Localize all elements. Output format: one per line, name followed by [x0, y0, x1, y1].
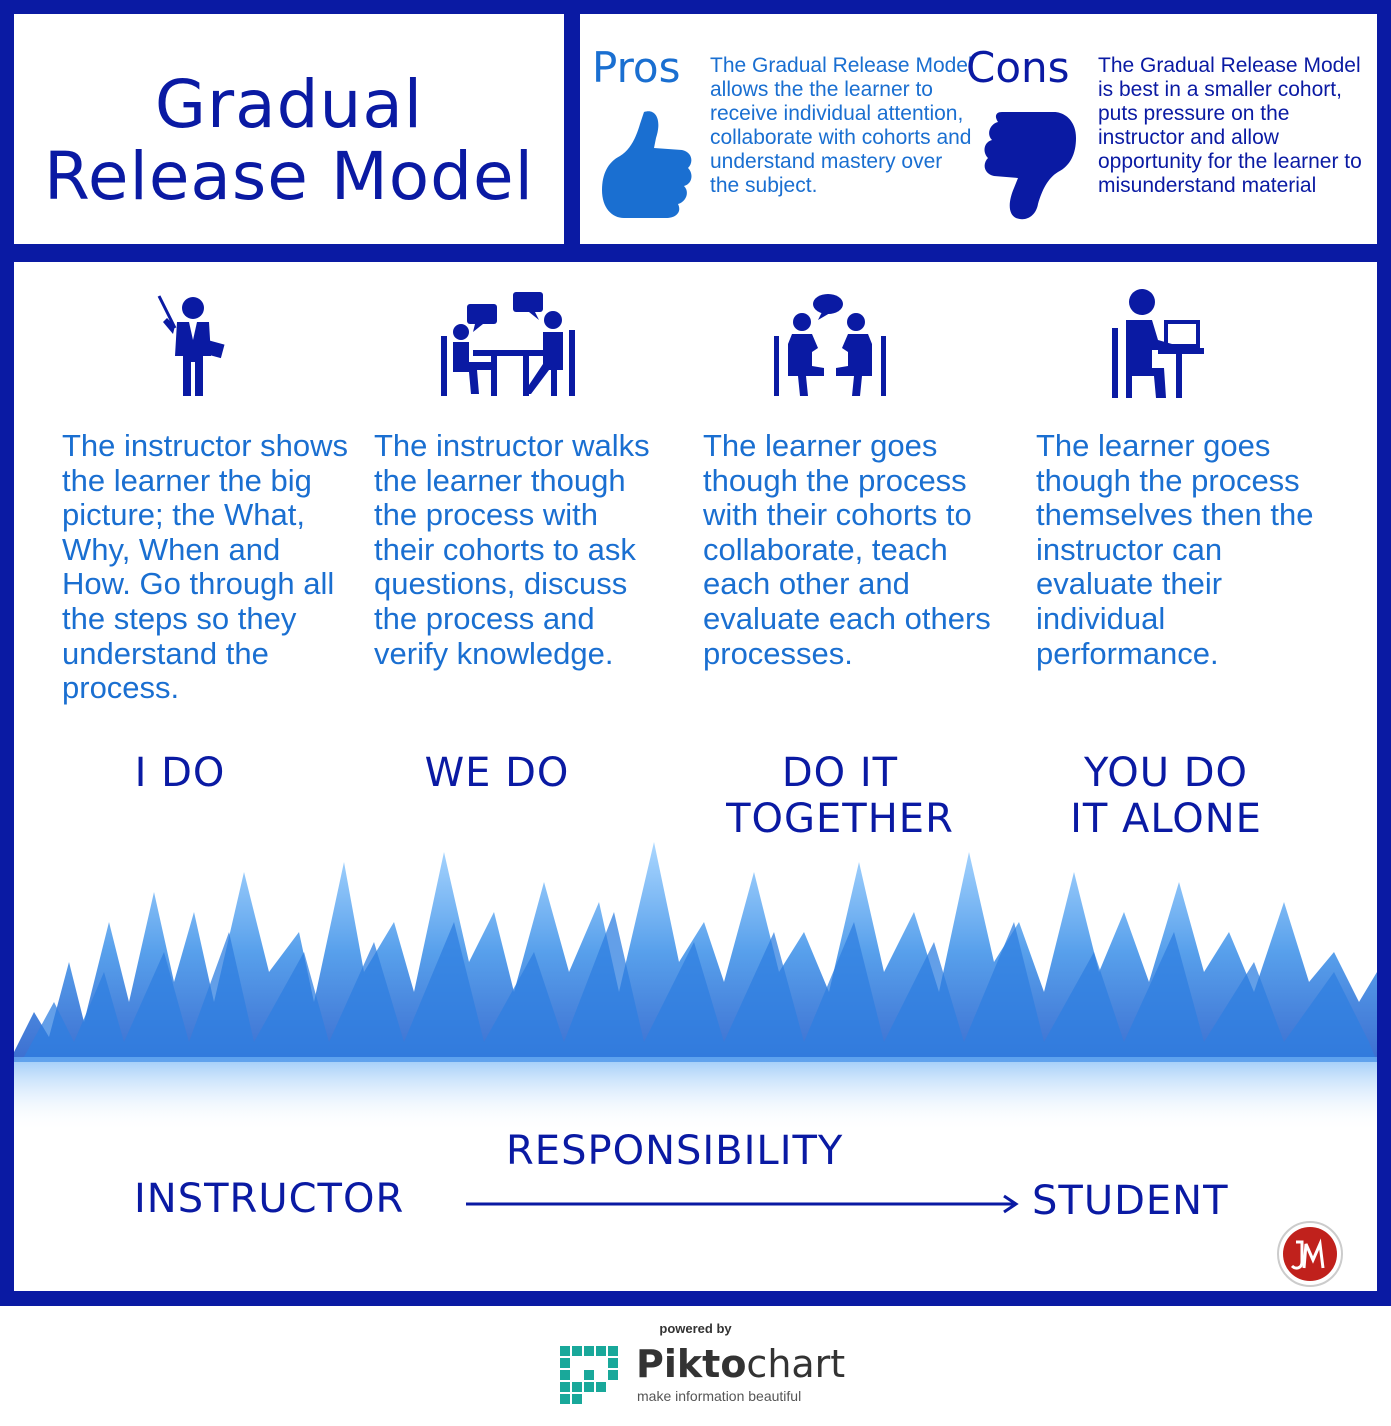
stage-label-line: TOGETHER	[726, 796, 954, 842]
thumbs-up-icon	[602, 111, 692, 218]
page-title: Gradual Release Model	[43, 66, 535, 215]
stage-description-do-it-together: The learner goes though the process with…	[703, 428, 991, 671]
piktochart-brand[interactable]: Piktochart	[636, 1342, 845, 1386]
responsibility-arrow-icon	[466, 1194, 1019, 1214]
pros-heading: Pros	[592, 43, 681, 92]
person-at-computer-icon	[1112, 289, 1204, 398]
stage-description-we-do: The instructor walks the learner though …	[374, 428, 650, 671]
powered-by-label: powered by	[659, 1321, 732, 1336]
stage-label-line: DO IT	[781, 750, 899, 796]
stage-label-do-it-together: DO IT TOGETHER	[690, 750, 990, 842]
stage-label-i-do: I DO	[80, 750, 280, 796]
stage-description-i-do: The instructor shows the learner the big…	[62, 428, 348, 706]
pros-cons-panel: Pros The Gradual Release Model allows th…	[580, 14, 1377, 244]
responsibility-label: RESPONSIBILITY	[506, 1128, 844, 1174]
author-monogram-badge	[1277, 1221, 1343, 1287]
piktochart-logo-icon[interactable]	[560, 1346, 626, 1408]
stage-label-line: I DO	[134, 750, 226, 796]
group-discussion-table-icon	[441, 292, 575, 396]
brand-prefix: Pikto	[636, 1342, 747, 1386]
stage-label-we-do: WE DO	[377, 750, 617, 796]
stage-description-you-do-it-alone: The learner goes though the process them…	[1036, 428, 1314, 671]
stage-label-line: WE DO	[424, 750, 570, 796]
cons-heading: Cons	[966, 43, 1070, 92]
brand-suffix: chart	[746, 1342, 846, 1386]
teacher-presenting-icon	[157, 295, 225, 396]
thumbs-down-icon	[984, 112, 1076, 220]
responsibility-from-label: INSTRUCTOR	[134, 1176, 405, 1222]
blue-flames-graphic	[14, 842, 1377, 1132]
stage-label-line: YOU DO	[1083, 750, 1248, 796]
infographic-frame: Gradual Release Model Pros The Gradual R…	[0, 0, 1391, 1306]
peer-conversation-icon	[774, 294, 886, 396]
title-panel: Gradual Release Model	[14, 14, 564, 244]
pros-text: The Gradual Release Model allows the the…	[710, 54, 973, 197]
responsibility-to-label: STUDENT	[1032, 1178, 1229, 1224]
stage-label-you-do-it-alone: YOU DO IT ALONE	[1026, 750, 1306, 842]
piktochart-tagline: make information beautiful	[637, 1388, 802, 1404]
stage-label-line: IT ALONE	[1070, 796, 1262, 842]
cons-text: The Gradual Release Model is best in a s…	[1098, 54, 1362, 197]
main-panel: The instructor shows the learner the big…	[14, 262, 1377, 1291]
